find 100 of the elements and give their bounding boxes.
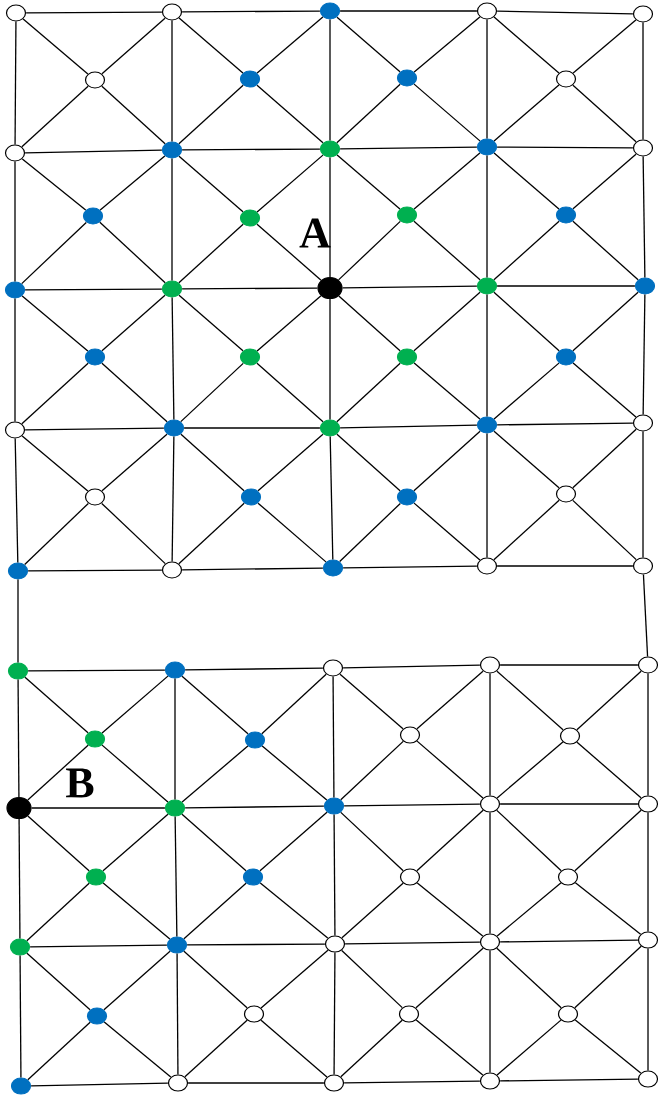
edge-line <box>101 675 169 734</box>
edge-line <box>102 813 169 872</box>
vertex-dot <box>476 2 498 20</box>
edge-line <box>499 803 639 805</box>
vertex-dot <box>9 938 31 956</box>
edge-line <box>261 745 328 801</box>
edge-line <box>413 16 481 73</box>
edge-line <box>17 678 20 798</box>
edge-line <box>256 84 324 144</box>
vertex-dot <box>396 69 418 87</box>
edge-line <box>339 10 478 12</box>
edge-line <box>343 1080 481 1084</box>
edge-line <box>489 949 491 1074</box>
edge-line <box>174 815 178 938</box>
edge-line <box>496 565 634 567</box>
edge-line <box>496 882 562 937</box>
edge-line <box>184 805 325 809</box>
edge-line <box>21 295 89 352</box>
edge-line <box>178 294 244 352</box>
vertex-dot <box>323 797 345 815</box>
vertex-dot <box>476 416 498 434</box>
edge-line <box>24 427 165 431</box>
edge-line <box>499 664 639 666</box>
edge-line <box>181 148 321 151</box>
edge-line <box>413 220 481 281</box>
edge-line <box>256 295 322 352</box>
edge-line <box>29 944 168 948</box>
edge-line <box>493 220 560 281</box>
edge-line <box>27 1021 91 1081</box>
vertex-dot <box>164 799 186 817</box>
edge-line <box>19 954 22 1079</box>
edge-line <box>102 882 171 940</box>
edge-line <box>178 84 244 145</box>
edge-line <box>21 362 89 425</box>
edge-line <box>22 18 89 75</box>
edge-line <box>171 296 175 421</box>
edge-line <box>416 809 484 872</box>
vertex-dot <box>632 414 654 432</box>
vertex-dot <box>476 557 498 575</box>
edge-line <box>99 155 166 211</box>
point-label: B <box>66 768 94 798</box>
vertex-dot <box>163 419 185 437</box>
edge-line <box>183 882 247 940</box>
edge-line <box>572 153 637 210</box>
edge-line <box>499 1078 639 1082</box>
edge-line <box>178 502 245 565</box>
edge-line <box>180 362 244 423</box>
edge-line <box>336 154 401 210</box>
edge-line <box>340 740 404 801</box>
vertex-dot <box>323 1074 345 1092</box>
edge-line <box>14 297 16 423</box>
vertex-dot <box>317 276 343 300</box>
vertex-dot <box>559 727 581 745</box>
edge-line <box>181 675 249 735</box>
vertex-dot <box>324 935 346 953</box>
edge-line <box>259 811 328 872</box>
edge-line <box>496 422 634 426</box>
vertex-dot <box>637 931 659 949</box>
edge-line <box>340 811 404 872</box>
vertex-dot <box>6 796 32 820</box>
edge-line <box>339 424 478 429</box>
edge-line <box>416 740 484 799</box>
vertex-dot <box>634 277 656 295</box>
edge-line <box>413 502 481 561</box>
edge-line <box>333 951 336 1076</box>
edge-line <box>572 291 639 352</box>
edge-line <box>489 672 491 797</box>
edge-line <box>576 741 642 799</box>
edge-line <box>493 291 560 352</box>
vertex-dot <box>555 348 577 366</box>
vertex-dot <box>5 4 27 22</box>
vertex-dot <box>161 3 183 21</box>
edge-line <box>181 287 319 290</box>
vertex-dot <box>319 419 341 437</box>
edge-line <box>574 945 642 1009</box>
vertex-dot <box>239 209 261 227</box>
vertex-dot <box>243 1005 265 1023</box>
edge-line <box>493 499 560 561</box>
edge-line <box>486 154 488 279</box>
vertex-dot <box>637 1070 659 1088</box>
vertex-dot <box>164 661 186 679</box>
vertex-dot <box>86 1007 108 1025</box>
edge-line <box>21 158 87 211</box>
edge-line <box>24 288 163 291</box>
vertex-dot <box>167 1074 189 1092</box>
edge-line <box>24 676 89 734</box>
edge-line <box>171 19 173 143</box>
edge-line <box>27 815 90 872</box>
vertex-dot <box>4 144 26 162</box>
edge-line <box>181 813 247 872</box>
edge-line <box>336 83 401 144</box>
vertex-dot <box>84 348 106 366</box>
edge-line <box>413 430 481 492</box>
edge-line <box>341 949 403 1009</box>
vertex-dot <box>84 71 106 89</box>
vertex-dot <box>161 561 183 579</box>
edge-line <box>174 677 176 801</box>
vertex-dot <box>161 280 183 298</box>
vertex-dot <box>637 656 659 674</box>
edge-line <box>30 1082 169 1087</box>
